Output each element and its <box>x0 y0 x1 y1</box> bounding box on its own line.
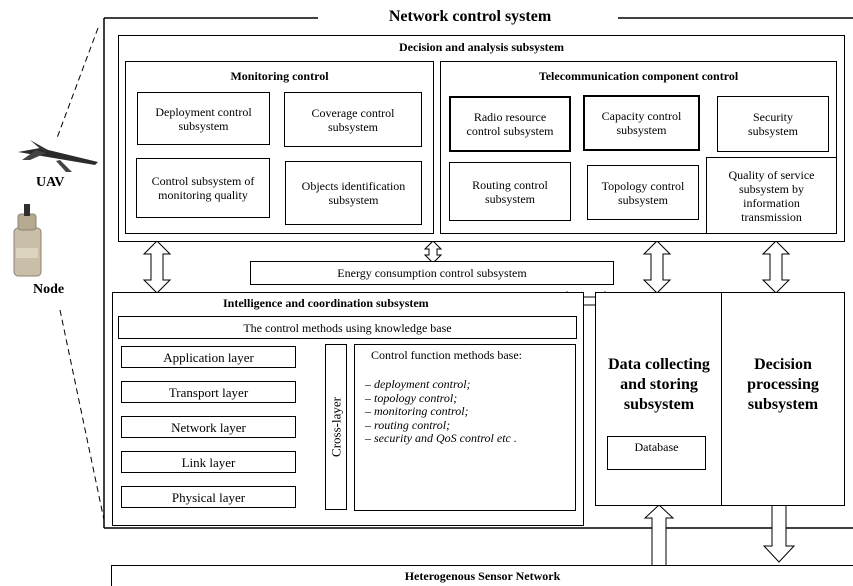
arrow-decision-processing <box>761 240 791 294</box>
arrow-decision-data <box>642 240 672 294</box>
objects-identification-box: Objects identification subsystem <box>285 161 422 225</box>
capacity-control-box: Capacity control subsystem <box>583 95 700 151</box>
decision-processing-box: Decision processing subsystem <box>721 292 845 506</box>
node-icon <box>13 204 42 277</box>
hsn-label: Heterogenous Sensor Network <box>404 569 561 583</box>
application-layer-box: Application layer <box>121 346 296 368</box>
methods-base-box: Control function methods base: – deploym… <box>354 344 576 511</box>
methods-list: – deployment control; – topology control… <box>365 377 517 446</box>
security-box: Security subsystem <box>717 96 829 152</box>
arrow-decision-energy <box>423 240 443 264</box>
topology-control-box: Topology control subsystem <box>587 165 699 220</box>
node-label: Node <box>33 282 65 297</box>
radio-resource-box: Radio resource control subsystem <box>449 96 571 152</box>
methods-base-title: Control function methods base: <box>371 348 522 362</box>
qos-box: Quality of service subsystem by informat… <box>706 157 837 234</box>
data-collecting-title: Data collecting and storing subsystem <box>608 356 710 413</box>
intelligence-title: Intelligence and coordination subsystem <box>223 296 429 310</box>
arrow-decision-intelligence <box>142 240 172 294</box>
network-layer-box: Network layer <box>121 416 296 438</box>
page-title: Network control system <box>388 8 552 25</box>
decision-analysis-title: Decision and analysis subsystem <box>398 40 565 54</box>
link-layer-box: Link layer <box>121 451 296 473</box>
database-box: Database <box>607 436 706 470</box>
cross-layer-box: Cross-layer <box>325 344 347 510</box>
node-dashed-line-bottom <box>59 309 105 521</box>
uav-label: UAV <box>36 175 65 190</box>
decision-processing-title: Decision processing subsystem <box>747 356 819 413</box>
method-item: – security and QoS control etc . <box>365 431 517 445</box>
monitoring-quality-box: Control subsystem of monitoring quality <box>136 158 270 218</box>
arrow-processing-hsn <box>762 504 796 563</box>
uav-icon <box>18 140 98 172</box>
network-control-frame <box>103 17 853 529</box>
monitoring-control-title: Monitoring control <box>230 69 329 83</box>
hsn-box: Heterogenous Sensor Network <box>111 565 853 586</box>
energy-consumption-box: Energy consumption control subsystem <box>250 261 614 285</box>
arrow-hsn-data <box>643 504 675 574</box>
physical-layer-box: Physical layer <box>121 486 296 508</box>
deployment-control-box: Deployment control subsystem <box>137 92 270 145</box>
data-collecting-box: Data collecting and storing subsystem Da… <box>595 292 722 506</box>
telecom-control-title: Telecommunication component control <box>538 69 739 83</box>
method-item: – topology control; <box>365 390 458 405</box>
coverage-control-box: Coverage control subsystem <box>284 92 422 147</box>
cross-layer-label: Cross-layer <box>328 397 344 457</box>
method-item: – routing control; <box>365 417 451 432</box>
method-item: – deployment control; <box>365 377 471 391</box>
uav-dashed-line-top <box>56 27 99 139</box>
knowledge-base-box: The control methods using knowledge base <box>118 316 577 339</box>
routing-control-box: Routing control subsystem <box>449 162 571 221</box>
method-item: – monitoring control; <box>365 404 469 418</box>
transport-layer-box: Transport layer <box>121 381 296 403</box>
